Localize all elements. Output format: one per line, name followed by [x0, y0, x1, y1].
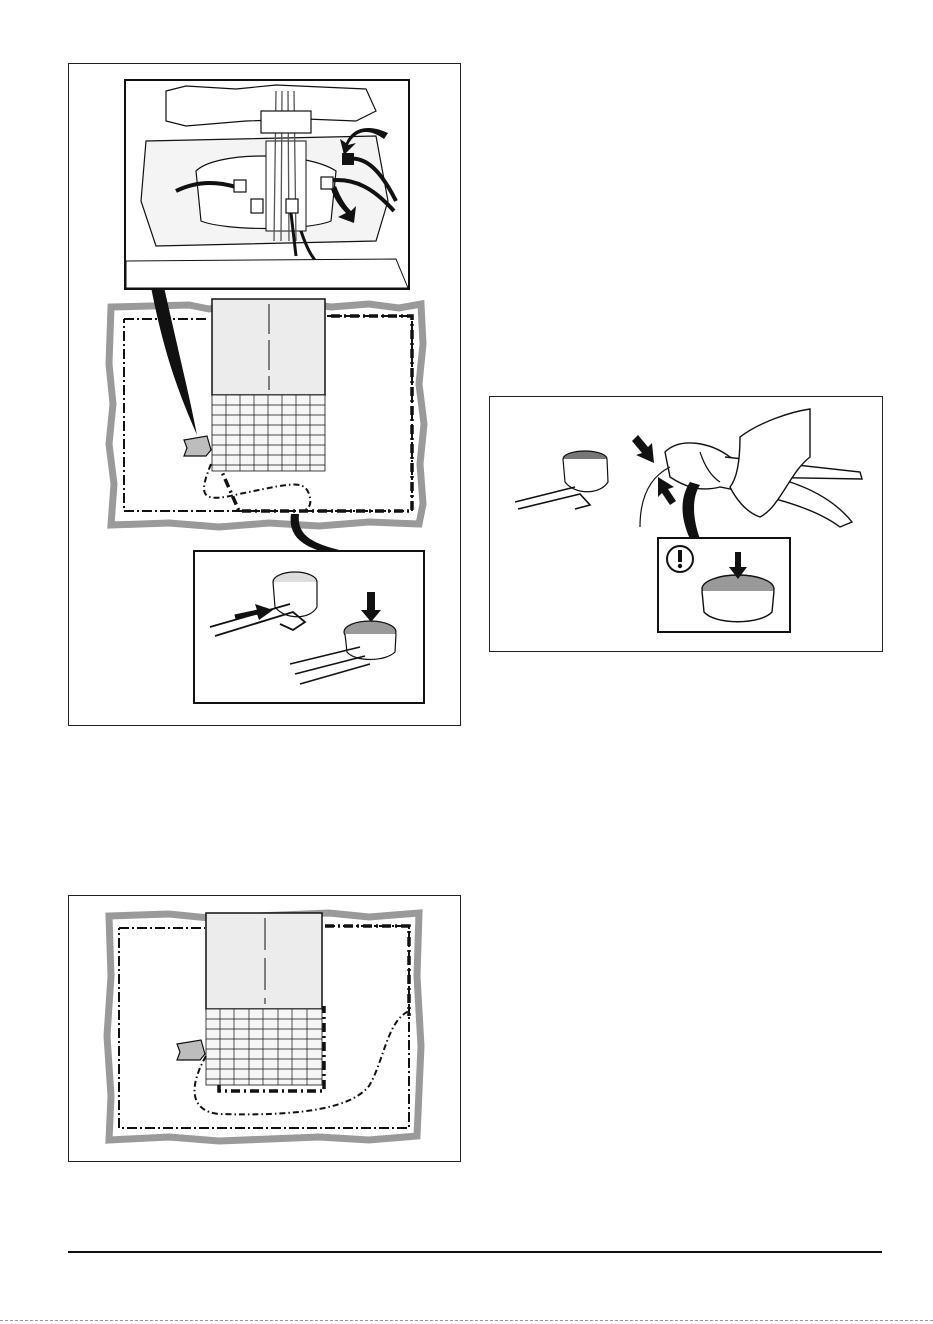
crimp-coupler-drawing — [490, 397, 882, 651]
arrow-icon — [632, 435, 654, 463]
paving — [212, 395, 325, 471]
footer-rule — [68, 1251, 882, 1253]
charging-station — [177, 1040, 205, 1060]
house — [206, 913, 322, 1009]
station-connector-drawing — [126, 81, 408, 288]
page-bottom-edge — [0, 1320, 933, 1321]
guide-route-diagram — [69, 896, 460, 1161]
charging-station — [184, 436, 211, 456]
arrow-icon — [658, 477, 676, 505]
callout-bottom — [291, 514, 349, 552]
callout-top — [151, 287, 197, 435]
figure-guide-wire-route — [68, 895, 461, 1162]
arrow-icon — [361, 592, 381, 622]
inset-station-connector — [124, 79, 410, 290]
inset-splice-connector — [193, 550, 425, 704]
figure-crimp-coupler — [489, 396, 883, 652]
figure-connect-guide-wire — [68, 63, 461, 726]
splice-connector-drawing — [195, 552, 423, 702]
